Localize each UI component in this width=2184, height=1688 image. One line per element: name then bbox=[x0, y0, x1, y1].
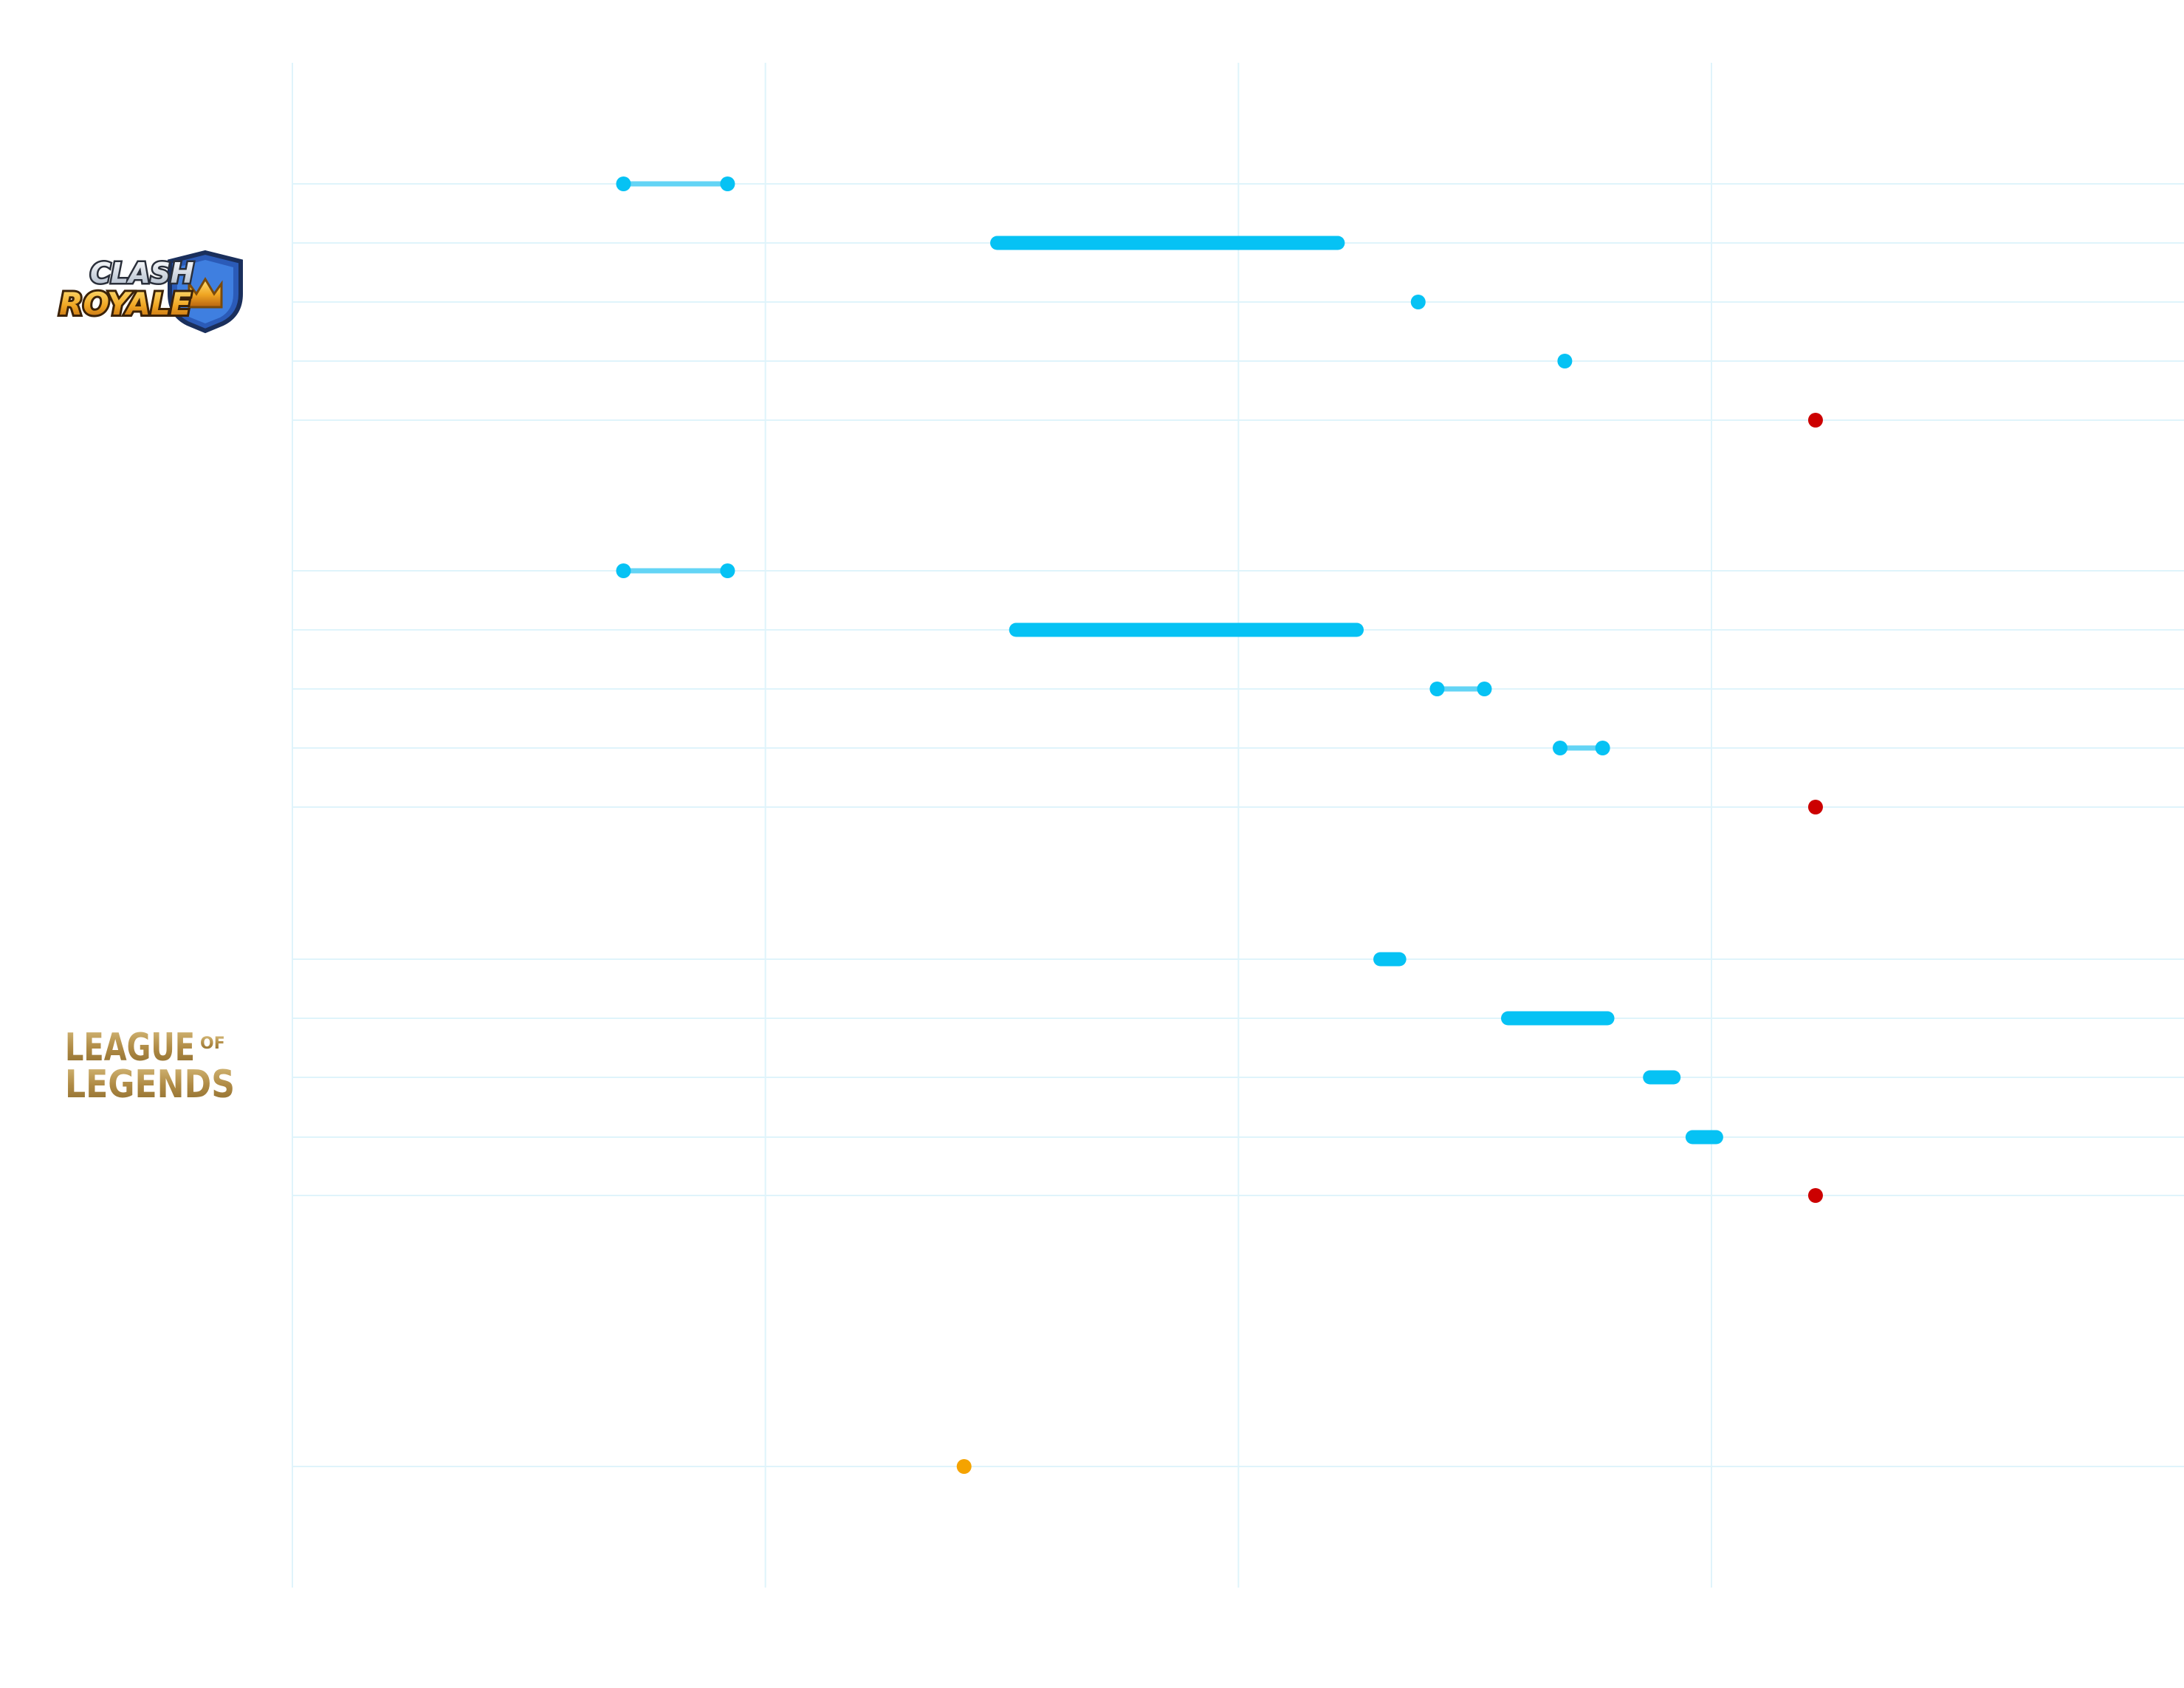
event-point bbox=[1410, 295, 1426, 309]
clash-royale-logo: CLASH ROYALE bbox=[57, 250, 243, 334]
grid bbox=[292, 63, 2184, 1588]
range-start-point bbox=[1552, 741, 1567, 755]
clash-royale-logo-line2: ROYALE bbox=[59, 286, 192, 322]
league-of-legends-logo-of: OF bbox=[200, 1035, 225, 1053]
milestone-marker-red bbox=[1807, 1188, 1823, 1203]
milestone-marker-red bbox=[1807, 800, 1823, 814]
range-end-point bbox=[1595, 741, 1610, 755]
league-of-legends-logo-line2: LEGENDS bbox=[65, 1063, 235, 1107]
chart-marks bbox=[616, 176, 1823, 1474]
milestone-marker-orange bbox=[956, 1459, 972, 1474]
milestone-marker-red bbox=[1807, 413, 1823, 428]
clash-royale-logo-line1: CLASH bbox=[90, 257, 194, 289]
range-end-point bbox=[1477, 682, 1492, 696]
league-of-legends-logo-line1: LEAGUE bbox=[65, 1026, 195, 1070]
range-end-point bbox=[720, 176, 735, 191]
range-start-point bbox=[616, 176, 631, 191]
range-end-point bbox=[720, 563, 735, 578]
league-of-legends-logo: LEAGUE OF LEGENDS bbox=[65, 1026, 235, 1107]
event-point bbox=[1557, 354, 1573, 368]
range-start-point bbox=[1429, 682, 1445, 696]
range-start-point bbox=[616, 563, 631, 578]
